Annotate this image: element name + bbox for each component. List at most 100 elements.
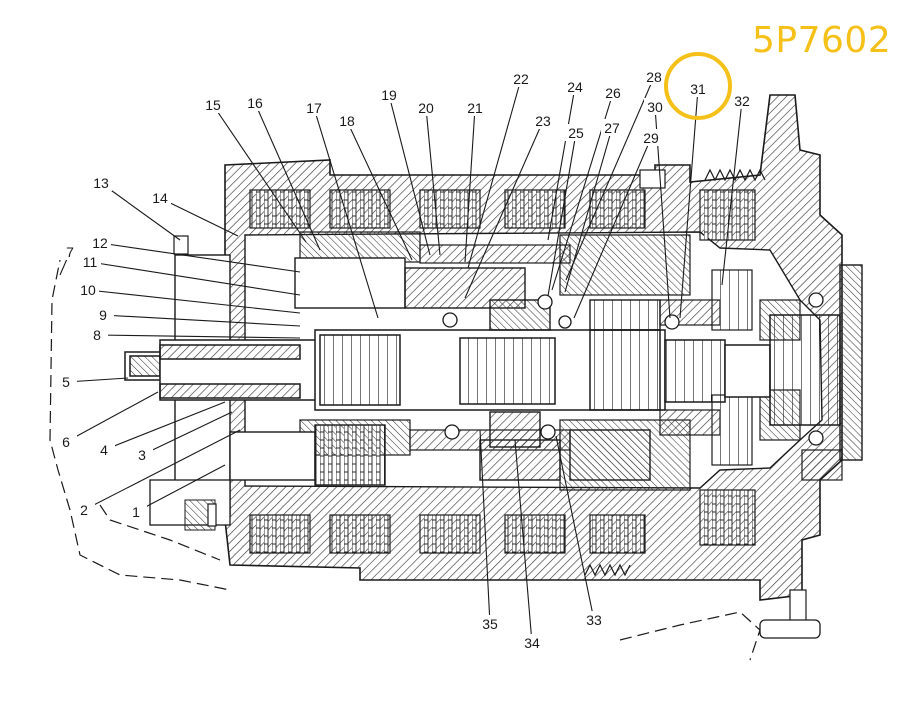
callout-bg-17 [303, 99, 325, 116]
leader-line-32 [721, 100, 743, 286]
leader-line-23 [464, 120, 544, 299]
callout-bg-27 [601, 119, 623, 136]
leader-line-34 [514, 439, 533, 644]
callout-9: 9 [99, 307, 107, 323]
callout-bg-5 [55, 373, 77, 390]
callout-33: 33 [586, 612, 602, 628]
callout-bg-10 [77, 281, 99, 298]
callout-17: 17 [306, 100, 322, 116]
callout-24: 24 [567, 79, 583, 95]
leader-line-15 [212, 104, 307, 243]
callout-7: 7 [66, 244, 74, 260]
callout-bg-18 [336, 112, 358, 129]
main-shaft [314, 314, 841, 426]
leader-line-22 [467, 78, 522, 269]
callout-bg-6 [55, 433, 77, 450]
callout-bg-16 [244, 94, 266, 111]
leader-line-12 [99, 242, 301, 273]
leader-line-18 [346, 120, 413, 261]
callout-bg-9 [92, 306, 114, 323]
callout-13: 13 [93, 175, 109, 191]
callout-32: 32 [734, 93, 750, 109]
callout-bg-24 [564, 78, 586, 95]
callout-bg-34 [521, 634, 543, 651]
leader-line-13 [100, 182, 181, 241]
leader-line-19 [388, 94, 431, 256]
callout-11: 11 [83, 254, 98, 270]
callout-25: 25 [568, 125, 584, 141]
callout-bg-14 [149, 189, 171, 206]
callout-8: 8 [93, 327, 101, 343]
leader-line-16 [254, 102, 321, 251]
callout-bg-3 [131, 446, 153, 463]
callout-bg-1 [125, 503, 147, 520]
callout-19: 19 [381, 87, 397, 103]
callout-30: 30 [647, 99, 663, 115]
callout-bg-21 [464, 99, 486, 116]
springs [584, 168, 766, 577]
callout-18: 18 [339, 113, 355, 129]
highlight-circle [664, 52, 732, 120]
leader-line-29 [573, 137, 652, 319]
leader-line-20 [425, 107, 441, 256]
leader-line-31 [679, 88, 699, 319]
callout-26: 26 [605, 85, 621, 101]
callout-bg-19 [378, 86, 400, 103]
part-number: 5P7602 [752, 20, 892, 61]
callout-28: 28 [646, 69, 662, 85]
callout-15: 15 [205, 97, 221, 113]
callout-bg-28 [643, 68, 665, 85]
callout-16: 16 [247, 95, 263, 111]
callout-bg-8 [86, 326, 108, 343]
mounting-outline [49, 249, 761, 661]
callout-bg-32 [731, 92, 753, 109]
countershaft [229, 411, 651, 486]
callout-2: 2 [80, 502, 88, 518]
callout-21: 21 [467, 100, 483, 116]
leader-line-2 [83, 429, 241, 511]
callout-bg-22 [510, 70, 532, 87]
callout-4: 4 [100, 442, 108, 458]
callout-10: 10 [80, 282, 96, 298]
callout-bg-23 [532, 112, 554, 129]
leader-line-8 [96, 334, 301, 339]
callout-bg-2 [73, 501, 95, 518]
leader-line-9 [102, 314, 301, 327]
callout-34: 34 [524, 635, 540, 651]
leader-line-17 [313, 107, 379, 319]
leader-line-4 [103, 401, 226, 451]
leader-line-28 [565, 76, 655, 281]
leader-line-1 [135, 464, 226, 513]
clutch-packs [249, 189, 756, 554]
callout-bg-29 [640, 129, 662, 146]
leader-line-14 [159, 197, 239, 237]
callout-6: 6 [62, 434, 70, 450]
leader-line-24 [547, 86, 576, 241]
callout-20: 20 [418, 100, 434, 116]
callout-bg-15 [202, 96, 224, 113]
leader-line-33 [555, 435, 595, 621]
callout-bg-35 [479, 615, 501, 632]
callout-bg-30 [644, 98, 666, 115]
callout-1: 1 [132, 504, 140, 520]
leader-lines [59, 76, 743, 644]
bearings [442, 292, 824, 446]
callout-bg-12 [89, 234, 111, 251]
callout-bg-4 [93, 441, 115, 458]
leader-line-35 [479, 429, 491, 625]
leader-line-10 [87, 289, 301, 314]
callout-bg-20 [415, 99, 437, 116]
callout-5: 5 [62, 374, 70, 390]
callout-31: 31 [690, 81, 706, 97]
callout-bg-7 [59, 243, 81, 260]
callout-3: 3 [138, 447, 146, 463]
leader-line-11 [89, 261, 301, 296]
callout-bg-31 [687, 80, 709, 97]
leader-line-6 [65, 391, 159, 443]
callout-14: 14 [152, 190, 168, 206]
callout-bg-11 [79, 253, 101, 270]
callout-35: 35 [482, 616, 498, 632]
